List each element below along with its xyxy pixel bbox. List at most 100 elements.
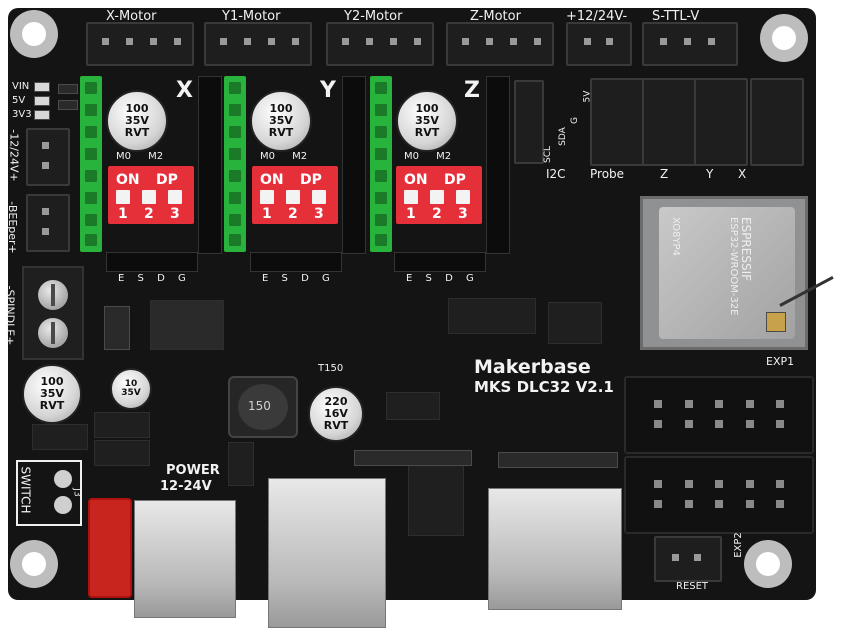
5v-label: 5V <box>12 95 26 106</box>
i2c-pin-g: G <box>569 117 580 124</box>
driver-x-axis-label: X <box>176 78 193 103</box>
driver-x-right-header[interactable] <box>198 76 222 254</box>
x-motor-connector[interactable] <box>86 22 194 66</box>
antenna-connector[interactable] <box>766 312 786 332</box>
resistor-left-1 <box>58 84 78 94</box>
s-ttl-label: S-TTL-V <box>652 9 700 24</box>
sd-support-chip <box>408 464 464 536</box>
power-in-label: -12/24V+ <box>7 129 21 182</box>
driver-z-bottom-header[interactable] <box>394 252 486 272</box>
vin-label: VIN <box>12 81 30 92</box>
i2c-label: I2C <box>546 167 566 181</box>
mounting-hole-top-left <box>10 10 58 58</box>
diode-left-1 <box>32 424 88 450</box>
resistor-array-1 <box>354 450 472 466</box>
led-3v3 <box>34 110 50 120</box>
led-5v <box>34 96 50 106</box>
switch-label: SWITCH <box>18 466 33 514</box>
driver-y-bottom-labels: E S D G <box>262 273 330 284</box>
power-out-connector[interactable] <box>566 22 632 66</box>
power-label: POWER <box>166 463 220 478</box>
z-motor-label: Z-Motor <box>470 9 521 24</box>
driver-x-left-header[interactable] <box>80 76 102 252</box>
driver-y-left-header[interactable] <box>224 76 246 252</box>
reset-label: RESET <box>676 581 709 592</box>
driver-y-m-labels: M0 M2 <box>260 151 308 162</box>
beeper-label: -BEEper+ <box>5 201 19 254</box>
regulator-chip <box>150 300 224 350</box>
driver-x-bottom-header[interactable] <box>106 252 198 272</box>
usb-b-port[interactable] <box>268 478 386 628</box>
y1-motor-connector[interactable] <box>204 22 312 66</box>
y-limit-label: Y <box>706 167 714 181</box>
j3-label: J3 <box>71 488 82 497</box>
3v3-label: 3V3 <box>12 109 32 120</box>
driver-z-axis-label: Z <box>464 78 480 103</box>
resistor-left-2 <box>58 100 78 110</box>
diode-left-3 <box>94 440 150 466</box>
esp32-brand: ESPRESSIF <box>739 217 753 282</box>
y2-motor-label: Y2-Motor <box>344 9 403 24</box>
z-limit-connector[interactable] <box>642 78 696 166</box>
sd-card-slot[interactable] <box>488 488 622 610</box>
y-limit-connector[interactable] <box>694 78 748 166</box>
x-limit-label: X <box>738 167 747 181</box>
power-chip-left <box>228 442 254 486</box>
exp2-connector[interactable] <box>624 456 814 534</box>
t150-label: T150 <box>318 363 344 374</box>
probe-connector[interactable] <box>590 78 644 166</box>
driver-y-bottom-header[interactable] <box>250 252 342 272</box>
reset-connector[interactable] <box>654 536 722 582</box>
screw-1[interactable] <box>38 280 68 310</box>
y1-motor-label: Y1-Motor <box>222 9 281 24</box>
dc-power-jack[interactable] <box>134 500 236 618</box>
z-limit-label: Z <box>660 167 669 181</box>
exp1-label: EXP1 <box>766 355 795 368</box>
probe-label: Probe <box>590 167 625 181</box>
regulator-tab <box>104 306 130 350</box>
y2-motor-connector[interactable] <box>326 22 434 66</box>
driver-x-bottom-labels: E S D G <box>118 273 186 284</box>
exp1-connector[interactable] <box>624 376 814 454</box>
i2c-connector[interactable] <box>514 80 544 164</box>
switch-connector[interactable] <box>16 460 82 526</box>
driver-z-bottom-labels: E S D G <box>406 273 474 284</box>
usb-serial-chip <box>448 298 536 334</box>
power-out-label: +12/24V- <box>566 9 628 24</box>
diode-left-2 <box>94 412 150 438</box>
spindle-terminal-block[interactable] <box>22 266 84 360</box>
power-voltage-label: 12-24V <box>160 479 212 494</box>
esp32-side-text: XO8YP4 <box>670 217 681 256</box>
power-in-connector[interactable] <box>26 128 70 186</box>
esp32-part: ESP32-WROOM-32E <box>728 217 739 316</box>
fuse[interactable] <box>88 498 132 598</box>
driver-x-m-labels: M0 M2 <box>116 151 164 162</box>
x-motor-label: X-Motor <box>106 9 157 24</box>
exp2-label: EXP2 <box>732 532 744 558</box>
i2c-pin-scl: SCL <box>543 145 554 164</box>
mounting-hole-top-right <box>760 14 808 62</box>
z-motor-connector[interactable] <box>446 22 554 66</box>
driver-y-right-header[interactable] <box>342 76 366 254</box>
mounting-hole-bottom-right <box>744 540 792 588</box>
x-limit-connector[interactable] <box>750 78 804 166</box>
resistor-array-2 <box>498 452 618 468</box>
driver-z-right-header[interactable] <box>486 76 510 254</box>
mounting-hole-bottom-left <box>10 540 58 588</box>
beeper-connector[interactable] <box>26 194 70 252</box>
board-model: MKS DLC32 V2.1 <box>474 378 614 396</box>
driver-z-left-header[interactable] <box>370 76 392 252</box>
driver-y-axis-label: Y <box>320 78 336 103</box>
spindle-label: -SPINDLE+ <box>3 285 17 346</box>
s-ttl-connector[interactable] <box>642 22 738 66</box>
screw-2[interactable] <box>38 318 68 348</box>
